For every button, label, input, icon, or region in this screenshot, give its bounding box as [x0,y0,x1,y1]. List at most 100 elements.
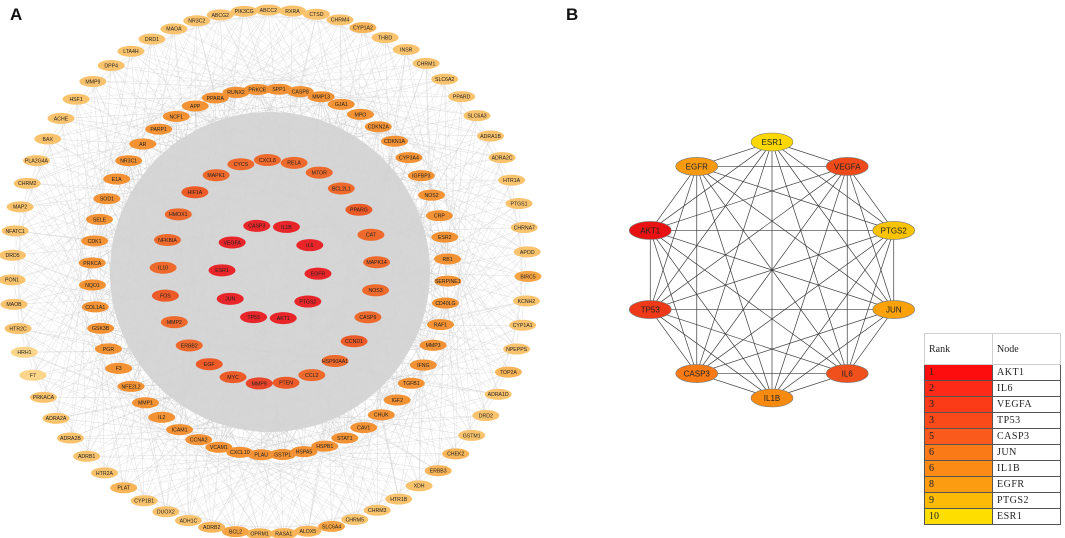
network-a-node-label: CCL2 [305,373,318,379]
network-a-node-label: IL2 [158,415,165,421]
network-a-node: BAX [34,133,62,145]
network-a-node-label: BCL2L1 [332,186,351,192]
network-b-nodes: ESR1VEGFAPTGS2JUNIL6IL1BCASP3TP53AKT1EGF… [628,132,916,408]
network-a-node-label: EGF [204,362,215,368]
network-a-node: CXCL10 [226,446,254,458]
rank-cell: 6 [924,460,993,477]
network-a-node: PTGS2 [294,295,322,308]
network-a-node-label: HTR1A [503,178,521,184]
network-a-node: AR [129,138,157,150]
network-b-node-label: JUN [886,306,902,315]
network-b-node-label: IL6 [842,370,854,379]
network-a-node: BCL2L1 [327,182,355,195]
network-a-node: HSPB1 [311,440,339,452]
network-a-node-label: HTR2A [96,471,114,477]
network-a-node-label: CTSD [309,12,323,18]
network-b-node: IL6 [825,364,869,383]
network-a-node-label: HMOX1 [169,212,188,218]
network-a-node: RAF1 [426,319,454,331]
network-a-node-label: SELE [93,217,107,223]
network-a-node: PTEN [272,376,300,389]
network-a-node-label: APOD [520,250,535,256]
network-a-node: ADH1C [174,515,202,527]
network-a-node: EGF [195,358,223,371]
network-a-node: TOP2A [494,366,522,378]
network-b-node-label: CASP3 [684,370,711,379]
network-a-node-label: PRKCB [248,87,266,93]
network-a-node: F3 [105,362,133,374]
network-a-node: CAT [357,228,385,241]
network-a-node: IL2 [148,411,176,423]
network-a-node: ADRA1B [477,130,505,142]
network-a-node: CDK1 [81,235,109,247]
network-a-node-label: SLC6A2 [435,77,454,83]
network-a-node-label: COL1A1 [85,305,105,311]
network-a-node: MAP2 [6,201,34,213]
network-a-node: PRKCB [243,83,271,95]
network-a-node: IL10 [149,261,177,274]
network-a-node: SLC6A3 [463,110,491,122]
network-a-node-label: NOS3 [368,288,382,294]
network-a-node-label: F7 [30,373,36,379]
network-a-node: PIK3CG [230,5,258,17]
network-a-node-label: CD40LG [435,301,455,307]
network-a-node: IGF2 [383,394,411,406]
network-a-node: DPP4 [97,59,125,71]
network-a-node-label: PLA2G4A [25,159,49,165]
rank-cell: 6 [924,444,993,461]
network-a-node: CHRM1 [412,57,440,69]
network-a-node: TP53 [240,311,268,324]
network-b-edge [649,309,698,374]
network-b-node: EGFR [675,157,719,176]
network-a-node: AKT1 [269,312,297,325]
network-a-node-label: ADRB1 [78,454,95,460]
network-b-edge [696,166,848,374]
rank-cell: 1 [924,364,993,381]
network-a-node: ADRA2B [56,432,84,444]
network-a-node: PPARG [345,203,373,216]
network-a-node-label: APP [190,104,201,110]
network-a-node-label: CXCL8 [259,158,276,164]
network-a-node: CYP1A2 [349,22,377,34]
network-a-node-label: HSPA5 [296,450,313,456]
network-a-node-label: ICAM1 [172,427,188,433]
network-a-node-label: PGR [103,347,114,353]
network-b-edge [649,141,773,310]
network-a-node-label: E1A [112,177,122,183]
network-a-node: VEGFA [218,236,246,249]
node-cell: JUN [992,444,1061,461]
panel-a-label: A [10,5,23,24]
network-a-node-label: ERBB3 [430,469,447,475]
node-cell: ESR1 [992,508,1061,525]
network-b-node-label: ESR1 [762,138,783,147]
network-a-node-label: CHUK [374,413,389,419]
network-a-node: VCAM1 [205,441,233,453]
network-a-node: PPARA [201,92,229,104]
network-a-node: ADRB2 [198,521,226,533]
network-b-node: CASP3 [675,364,719,383]
network-a-node: ERBB2 [175,339,203,352]
network-a-node-label: PTGS1 [511,201,528,207]
network-a-node: SLC6A4 [318,520,346,532]
network-a-node: HSPA5 [290,446,318,458]
network-b-edge [649,230,698,374]
network-a-node-label: CYP1A2 [353,25,373,31]
network-a-node-label: GJA1 [335,102,348,108]
network-a-node-label: ADRA1B [480,134,501,140]
node-cell: IL1B [992,460,1061,477]
network-a-node-label: RASA1 [275,531,292,537]
network-a-node-label: PRKCA [83,261,101,267]
network-a-node: NOS3 [362,284,390,297]
network-a-node-label: F3 [116,366,122,372]
network-a-node: ESR2 [431,231,459,243]
network-b-node-label: EGFR [686,162,708,171]
network-b-edge [650,230,848,374]
network-a-node: IL6 [296,239,324,252]
network-a-node-label: PLAT [117,486,130,492]
network-a-node: CYP1B1 [130,495,158,507]
